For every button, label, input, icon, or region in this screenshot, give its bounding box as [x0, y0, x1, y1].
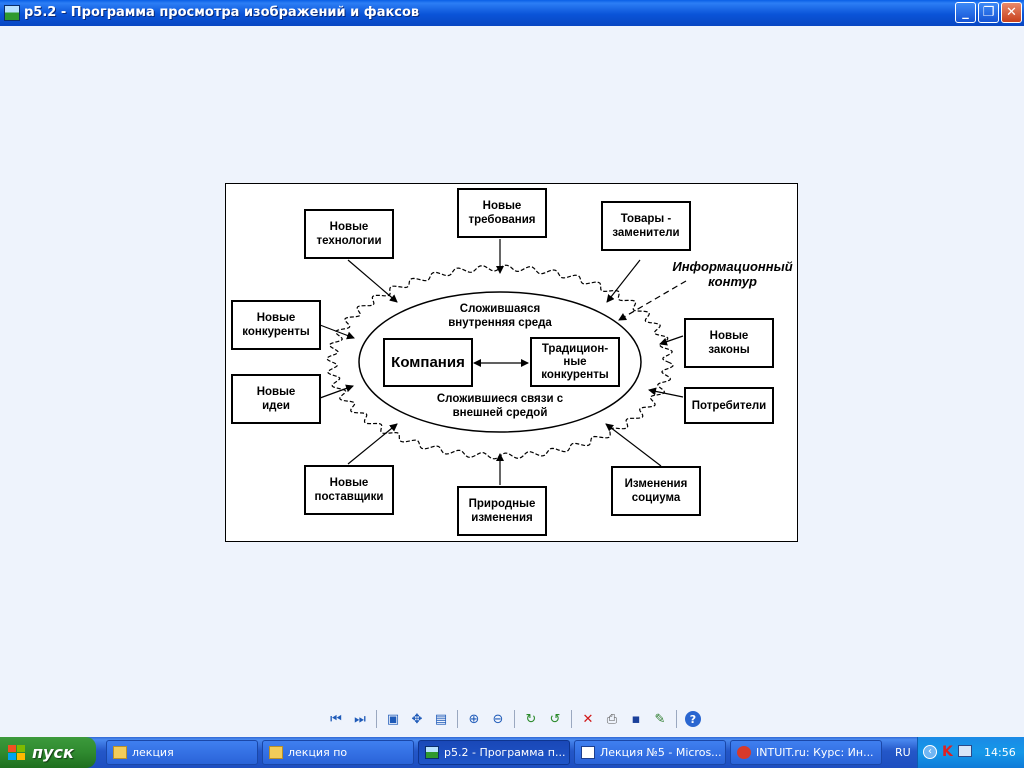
box-social-changes: Изменения социума — [611, 466, 701, 516]
save-button[interactable]: ▪ — [625, 708, 647, 730]
rotate-ccw-icon: ↺ — [549, 711, 561, 727]
title-bar[interactable]: р5.2 - Программа просмотра изображений и… — [0, 0, 1024, 26]
word-icon — [581, 746, 595, 759]
box-consumers: Потребители — [684, 387, 774, 424]
taskbar-item-label: INTUIT.ru: Курс: Ин... — [756, 746, 874, 759]
taskbar-item-word[interactable]: Лекция №5 - Micros... — [574, 740, 726, 765]
arrows — [319, 239, 684, 485]
box-new-laws: Новые законы — [684, 318, 774, 368]
toolbar-separator — [376, 710, 377, 728]
print-button[interactable]: ⎙ — [601, 708, 623, 730]
taskbar-item-label: лекция по — [288, 746, 348, 759]
antivirus-icon[interactable]: K — [942, 744, 953, 760]
taskbar-item-label: р5.2 - Программа п... — [444, 746, 566, 759]
close-button[interactable]: ✕ — [1001, 2, 1022, 23]
zoom-in-icon: ⊕ — [468, 711, 480, 727]
rotate-counterclockwise-button[interactable]: ↺ — [544, 708, 566, 730]
print-icon: ⎙ — [606, 711, 618, 727]
folder-icon — [269, 746, 283, 759]
network-icon[interactable] — [958, 745, 972, 757]
taskbar-item-browser[interactable]: INTUIT.ru: Курс: Ин... — [730, 740, 882, 765]
label-internal-environment: Сложившаяся внутренняя среда — [448, 303, 552, 329]
windows-logo-icon — [8, 744, 26, 761]
delete-icon: ✕ — [582, 711, 594, 727]
edit-icon: ✎ — [654, 711, 666, 727]
previous-image-button[interactable]: ⏮ — [325, 708, 347, 730]
toolbar-separator — [676, 710, 677, 728]
label-external-links: Сложившиеся связи с внешней средой — [436, 393, 564, 419]
save-icon: ▪ — [631, 711, 641, 727]
help-icon: ? — [689, 712, 697, 726]
viewer-toolbar: ⏮ ⏭ ▣ ✥ ▤ ⊕ ⊖ ↻ ↺ ✕ ⎙ ▪ ✎ ? — [324, 708, 705, 730]
box-new-technologies: Новые технологии — [304, 209, 394, 259]
box-substitutes: Товары - заменители — [601, 201, 691, 251]
next-icon: ⏭ — [354, 711, 366, 727]
start-button[interactable]: пуск — [0, 737, 96, 768]
toolbar-separator — [571, 710, 572, 728]
rotate-clockwise-button[interactable]: ↻ — [520, 708, 542, 730]
best-fit-icon: ▣ — [386, 711, 400, 727]
box-natural-changes: Природные изменения — [457, 486, 547, 536]
minimize-button[interactable]: _ — [955, 2, 976, 23]
box-new-competitors: Новые конкуренты — [231, 300, 321, 350]
window-title: р5.2 - Программа просмотра изображений и… — [24, 5, 420, 20]
browser-icon — [737, 746, 751, 759]
next-image-button[interactable]: ⏭ — [349, 708, 371, 730]
slideshow-button[interactable]: ▤ — [430, 708, 452, 730]
information-contour-outline — [326, 264, 674, 460]
image-viewer-icon — [425, 746, 439, 759]
taskbar-item-lekciya[interactable]: лекция — [106, 740, 258, 765]
taskbar-item-label: лекция — [132, 746, 174, 759]
toolbar-separator — [457, 710, 458, 728]
taskbar-item-lekciya-po[interactable]: лекция по — [262, 740, 414, 765]
taskbar-item-label: Лекция №5 - Micros... — [600, 746, 722, 759]
taskbar-item-image-viewer[interactable]: р5.2 - Программа п... — [418, 740, 570, 765]
start-label: пуск — [32, 743, 74, 762]
clock[interactable]: 14:56 — [984, 746, 1016, 759]
help-button[interactable]: ? — [685, 711, 701, 727]
diagram-graphics — [319, 239, 687, 485]
actual-size-icon: ✥ — [411, 711, 423, 727]
show-hidden-icons-icon[interactable]: ‹ — [923, 745, 937, 759]
label-information-contour: Информационный контур — [672, 259, 793, 289]
best-fit-button[interactable]: ▣ — [382, 708, 404, 730]
actual-size-button[interactable]: ✥ — [406, 708, 428, 730]
diagram-image: Новые требования Новые технологии Товары… — [225, 183, 798, 542]
contour-pointer — [618, 280, 687, 321]
zoom-out-button[interactable]: ⊖ — [487, 708, 509, 730]
rotate-cw-icon: ↻ — [525, 711, 537, 727]
maximize-button[interactable]: ❐ — [978, 2, 999, 23]
box-new-ideas: Новые идеи — [231, 374, 321, 424]
box-new-suppliers: Новые поставщики — [304, 465, 394, 515]
language-indicator[interactable]: RU — [895, 746, 911, 759]
box-new-requirements: Новые требования — [457, 188, 547, 238]
edit-button[interactable]: ✎ — [649, 708, 671, 730]
folder-icon — [113, 746, 127, 759]
zoom-out-icon: ⊖ — [492, 711, 504, 727]
box-company: Компания — [383, 338, 473, 387]
prev-icon: ⏮ — [330, 711, 342, 727]
toolbar-separator — [514, 710, 515, 728]
delete-button[interactable]: ✕ — [577, 708, 599, 730]
slideshow-icon: ▤ — [434, 711, 448, 727]
taskbar: пуск лекция лекция по р5.2 - Программа п… — [0, 737, 1024, 768]
system-tray: ‹ K 14:56 — [917, 737, 1024, 768]
box-traditional-competitors: Традицион- ные конкуренты — [530, 337, 620, 387]
zoom-in-button[interactable]: ⊕ — [463, 708, 485, 730]
image-viewer-icon — [4, 5, 20, 21]
